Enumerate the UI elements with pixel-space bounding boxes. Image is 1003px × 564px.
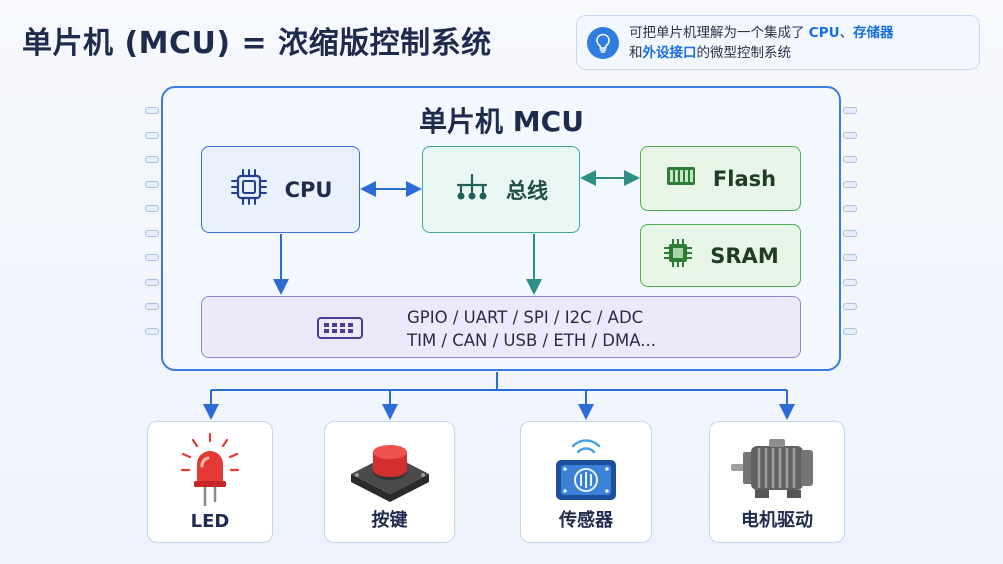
tip-separator: 、 xyxy=(839,25,854,41)
tip-highlight-memory: 存储器 xyxy=(853,25,894,41)
tip-text-part: 和 xyxy=(629,45,643,61)
tip-highlight-cpu: CPU xyxy=(808,25,840,41)
device-motor: 电机驱动 xyxy=(709,421,845,543)
device-sensor-label: 传感器 xyxy=(559,510,613,531)
flash-block: Flash xyxy=(640,146,801,211)
mcu-title: 单片机 MCU xyxy=(419,105,584,138)
chip-pins-right xyxy=(843,107,857,352)
tip-highlight-peripherals: 外设接口 xyxy=(642,45,697,61)
peripheral-line-2: TIM / CAN / USB / ETH / DMA... xyxy=(407,331,656,350)
flash-memory-icon xyxy=(665,163,697,194)
cpu-block: CPU xyxy=(201,146,360,233)
device-button-label: 按键 xyxy=(371,510,408,531)
bus-label: 总线 xyxy=(506,178,548,203)
cpu-chip-icon xyxy=(229,167,269,212)
peripheral-line-1: GPIO / UART / SPI / I2C / ADC xyxy=(407,308,644,327)
sensor-icon xyxy=(521,430,651,506)
tip-text: 可把单片机理解为一个集成了 CPU、存储器 和外设接口的微型控制系统 xyxy=(629,23,974,63)
ram-chip-icon xyxy=(662,237,694,274)
motor-icon xyxy=(710,436,844,502)
device-button: 按键 xyxy=(324,421,455,543)
device-motor-label: 电机驱动 xyxy=(741,510,813,531)
chip-pins-left xyxy=(145,107,159,352)
bus-block: 总线 xyxy=(422,146,580,233)
device-led: LED xyxy=(147,421,273,543)
tip-box: 可把单片机理解为一个集成了 CPU、存储器 和外设接口的微型控制系统 xyxy=(576,15,980,70)
page-title: 单片机 (MCU) = 浓缩版控制系统 xyxy=(22,26,492,61)
cpu-label: CPU xyxy=(284,177,333,202)
sram-block: SRAM xyxy=(640,224,801,287)
lightbulb-icon xyxy=(587,27,619,59)
peripheral-list: GPIO / UART / SPI / I2C / ADC TIM / CAN … xyxy=(407,306,656,352)
flash-label: Flash xyxy=(712,166,777,191)
device-sensor: 传感器 xyxy=(520,421,652,543)
port-icon xyxy=(317,317,363,343)
network-bus-icon xyxy=(454,172,490,207)
tip-text-part: 可把单片机理解为一个集成了 xyxy=(629,25,809,41)
sram-label: SRAM xyxy=(710,243,779,268)
peripheral-interfaces: GPIO / UART / SPI / I2C / ADC TIM / CAN … xyxy=(201,296,801,358)
tip-text-part: 的微型控制系统 xyxy=(696,45,792,61)
led-icon xyxy=(148,432,272,508)
device-led-label: LED xyxy=(190,511,230,532)
push-button-icon xyxy=(325,438,454,502)
